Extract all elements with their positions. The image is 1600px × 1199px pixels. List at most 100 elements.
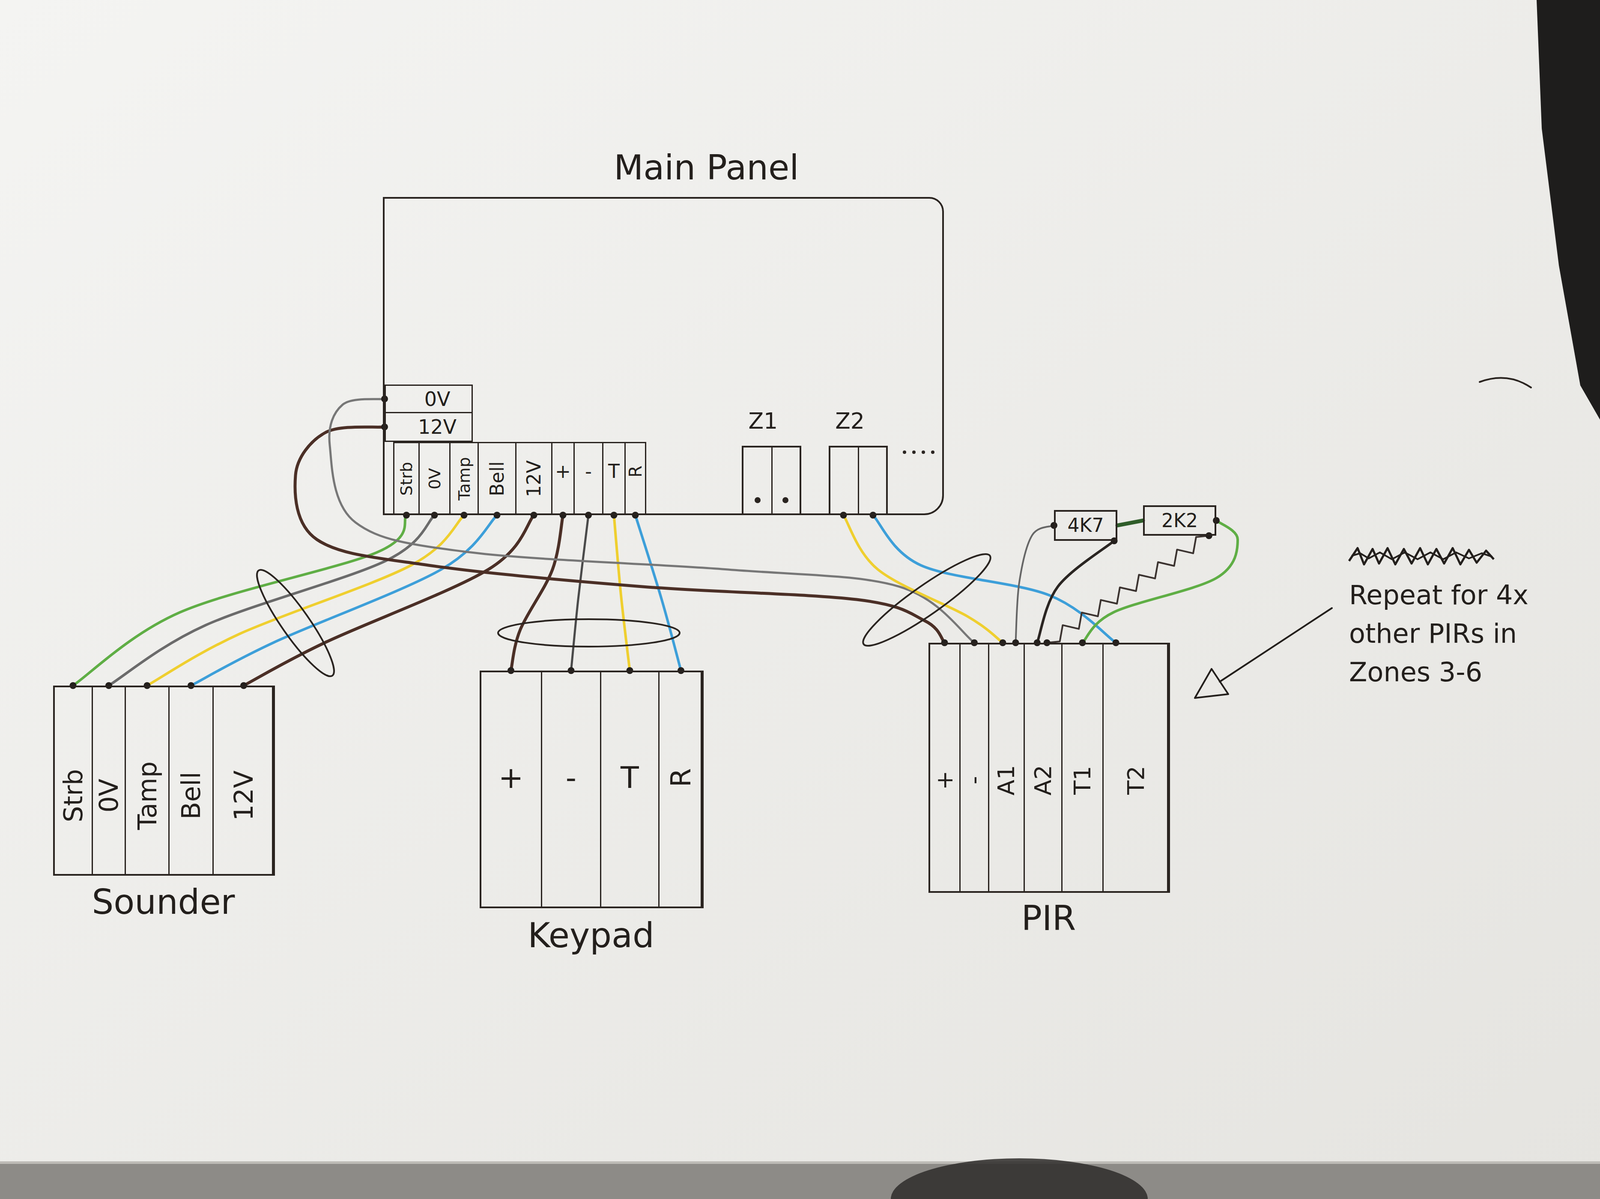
terminal-cell: - (959, 642, 990, 893)
terminal-label: Strb (60, 769, 87, 823)
terminal-cell: Strb (53, 685, 93, 876)
device-label: Keypad (527, 918, 655, 953)
terminal-label: T (620, 762, 639, 793)
terminal-label: 12V (230, 770, 257, 821)
terminal-label: 0V (95, 778, 122, 813)
terminal-cell: + (928, 642, 961, 893)
terminal-dot (460, 511, 468, 519)
wire (147, 515, 465, 686)
wire (614, 515, 630, 671)
cable-tie (498, 619, 680, 647)
terminal-cell: Tamp (449, 441, 479, 516)
paper-bottom-edge (0, 1161, 1600, 1165)
terminal-label: A2 (1031, 764, 1055, 796)
terminal-dot (493, 511, 501, 519)
crossed-out-word (1351, 552, 1493, 560)
terminal-label: Tamp (456, 456, 473, 501)
terminal-dot (610, 511, 618, 519)
zone-terminal-block: Z1 (741, 445, 802, 516)
terminal-cell: Bell (477, 441, 517, 516)
device-label: PIR (1021, 901, 1076, 936)
terminal-label: 0V (424, 389, 451, 409)
terminal-cell: + (479, 670, 543, 909)
terminal-cell: - (540, 670, 602, 909)
wire (243, 515, 535, 686)
resistor-symbol: 2K2 (1143, 505, 1217, 536)
terminal-cell: A2 (1023, 642, 1063, 893)
terminal-label: + (933, 770, 957, 790)
terminal-cell: 12V (515, 441, 553, 516)
pir-terminal-block: PIR+-A1A2T1T2 (928, 642, 1169, 893)
wire (1047, 535, 1209, 643)
terminal-label: A1 (994, 764, 1018, 796)
terminal-cell: R (658, 670, 704, 909)
terminal-label: + (498, 762, 524, 793)
terminal-screw (754, 497, 761, 504)
terminal-label: - (962, 776, 986, 785)
terminal-label: R (626, 465, 645, 478)
terminal-label: - (565, 762, 577, 793)
camera-shadow (890, 1158, 1148, 1199)
terminal-label: + (555, 462, 571, 481)
pen-mark (1479, 378, 1532, 388)
terminal-cell: Bell (168, 685, 214, 876)
device-label: Z2 (835, 409, 865, 433)
cable-tie (855, 543, 999, 657)
terminal-cell: A1 (988, 642, 1025, 893)
terminal-label: 12V (524, 459, 544, 497)
terminal-divider (771, 447, 773, 514)
terminal-label: T1 (1071, 765, 1095, 795)
terminal-label: T (608, 462, 620, 481)
terminal-dot (840, 511, 848, 519)
wire (1015, 525, 1055, 643)
terminal-label: 2K2 (1161, 511, 1198, 531)
terminal-dot (1212, 517, 1220, 525)
terminal-cell: 0V (384, 384, 473, 414)
continuation-dots (902, 450, 935, 454)
resistor-symbol: 4K7 (1053, 510, 1118, 541)
terminal-label: 12V (417, 417, 457, 437)
wire (108, 515, 435, 686)
wire (510, 515, 564, 671)
terminal-dot (1205, 532, 1213, 540)
leader-arrowhead (1194, 668, 1229, 699)
terminal-dot (869, 511, 877, 519)
terminal-cell: T1 (1061, 642, 1104, 893)
terminal-label: 4K7 (1067, 516, 1105, 535)
terminal-label: T2 (1124, 765, 1148, 795)
terminal-divider (857, 447, 860, 514)
control-panel: Main Panel0V12VStrb0VTampBell12V+-TRZ1Z2 (382, 197, 944, 516)
terminal-screw (782, 497, 789, 504)
terminal-dot (530, 511, 538, 519)
wire (635, 515, 682, 671)
terminal-cell: 0V (418, 441, 451, 516)
terminal-cell: 12V (212, 685, 275, 876)
terminal-cell: T (600, 670, 660, 909)
leader-line (1219, 608, 1332, 682)
terminal-cell: T2 (1102, 642, 1171, 893)
terminal-dot (559, 511, 567, 519)
sounder-terminal-block: SounderStrb0VTampBell12V (53, 685, 274, 876)
terminal-label: Bell (487, 461, 507, 497)
wire (1117, 520, 1144, 526)
terminal-cell: T (602, 441, 626, 516)
terminal-label: R (667, 768, 695, 788)
terminal-cell: R (624, 441, 647, 516)
crossed-out-word (1349, 548, 1494, 565)
wire (1082, 520, 1239, 644)
terminal-dot (402, 511, 410, 519)
terminal-label: Tamp (134, 761, 161, 830)
wire (295, 426, 945, 643)
terminal-cell: Strb (393, 441, 420, 516)
terminal-cell: 12V (384, 411, 473, 442)
table-edge (0, 1161, 1600, 1199)
terminal-dot (431, 511, 439, 519)
terminal-cell: - (573, 441, 604, 516)
device-label: Main Panel (613, 150, 799, 186)
device-label: Z1 (748, 409, 778, 433)
terminal-cell: 0V (91, 685, 126, 876)
cable-tie (247, 562, 344, 684)
terminal-label: Bell (178, 771, 204, 820)
